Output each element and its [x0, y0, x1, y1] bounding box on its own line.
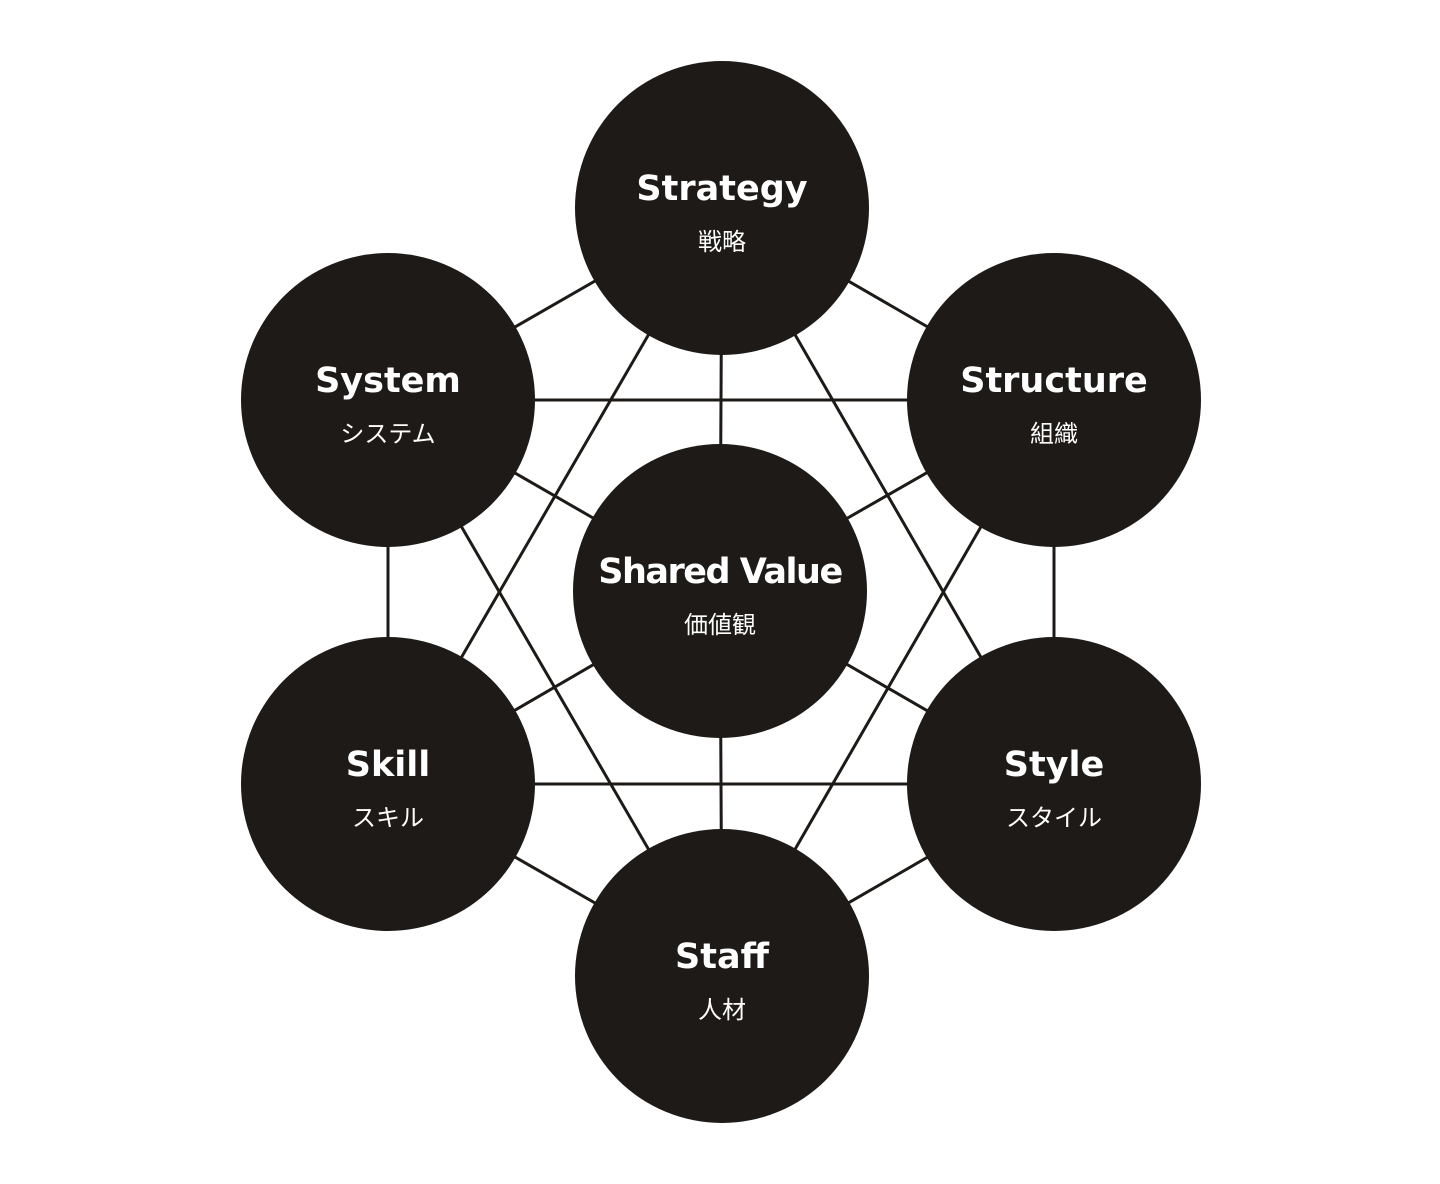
node-label-en: Staff — [675, 937, 770, 977]
node-label-jp: 戦略 — [698, 228, 746, 256]
node-circle — [241, 637, 535, 931]
node-circle — [575, 61, 869, 355]
node-label-jp: 人材 — [698, 996, 746, 1024]
node-label-en: Strategy — [636, 169, 807, 209]
node-skill: Skill スキル — [241, 637, 535, 931]
node-style: Style スタイル — [907, 637, 1201, 931]
node-strategy: Strategy 戦略 — [575, 61, 869, 355]
node-label-en: Shared Value — [598, 552, 842, 592]
node-circle — [907, 253, 1201, 547]
node-label-jp: システム — [340, 420, 435, 448]
node-label-jp: 組織 — [1030, 420, 1078, 448]
node-system: System システム — [241, 253, 535, 547]
node-label-jp: スキル — [352, 804, 424, 832]
node-label-en: System — [315, 361, 461, 401]
node-circle — [907, 637, 1201, 931]
node-label-en: Style — [1004, 745, 1105, 785]
node-label-en: Structure — [960, 361, 1148, 401]
node-circle — [573, 444, 867, 738]
node-label-jp: 価値観 — [684, 611, 756, 639]
node-shared-value: Shared Value 価値観 — [573, 444, 867, 738]
node-label-en: Skill — [346, 745, 430, 785]
node-circle — [575, 829, 869, 1123]
node-structure: Structure 組織 — [907, 253, 1201, 547]
node-label-jp: スタイル — [1006, 804, 1102, 832]
node-circle — [241, 253, 535, 547]
node-staff: Staff 人材 — [575, 829, 869, 1123]
